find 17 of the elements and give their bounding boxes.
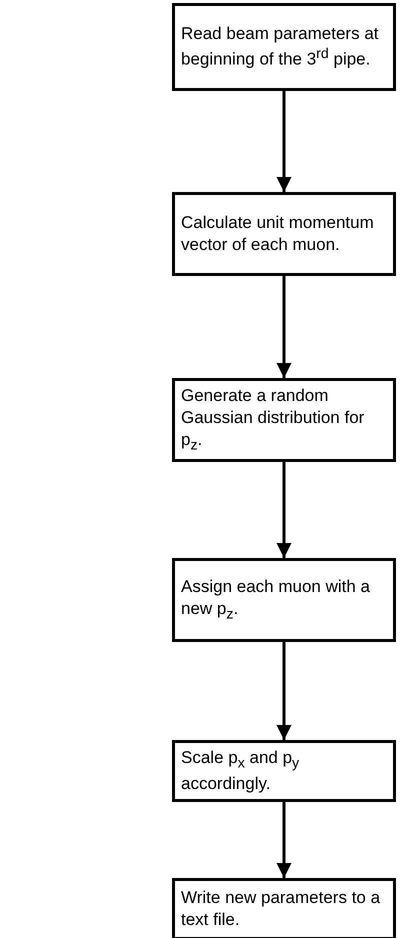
step-text: Generate a random Gaussian distribution for p$_{z}$.	[181, 385, 366, 455]
arrow	[276, 462, 292, 558]
step-text: Assign each muon with a new p$_{z}$.	[181, 576, 371, 624]
process-box	[172, 192, 396, 276]
arrow	[276, 91, 292, 192]
process-box	[172, 3, 396, 91]
process-box	[172, 378, 396, 462]
process-box	[172, 558, 396, 642]
step-text: Read beam parameters at beginning of the 3$^{rd}$ pipe.	[181, 23, 380, 71]
arrow	[276, 802, 292, 878]
step-text: Scale p$_{x}$ and p$_{y}$ accordingly.	[181, 747, 300, 795]
arrow	[276, 642, 292, 740]
arrow	[276, 276, 292, 378]
step-text: Calculate unit momentum vector of each muon.	[181, 212, 375, 256]
step-text: Write new parameters to a text file.	[181, 886, 382, 931]
process-box	[172, 878, 396, 938]
process-box	[172, 740, 396, 802]
